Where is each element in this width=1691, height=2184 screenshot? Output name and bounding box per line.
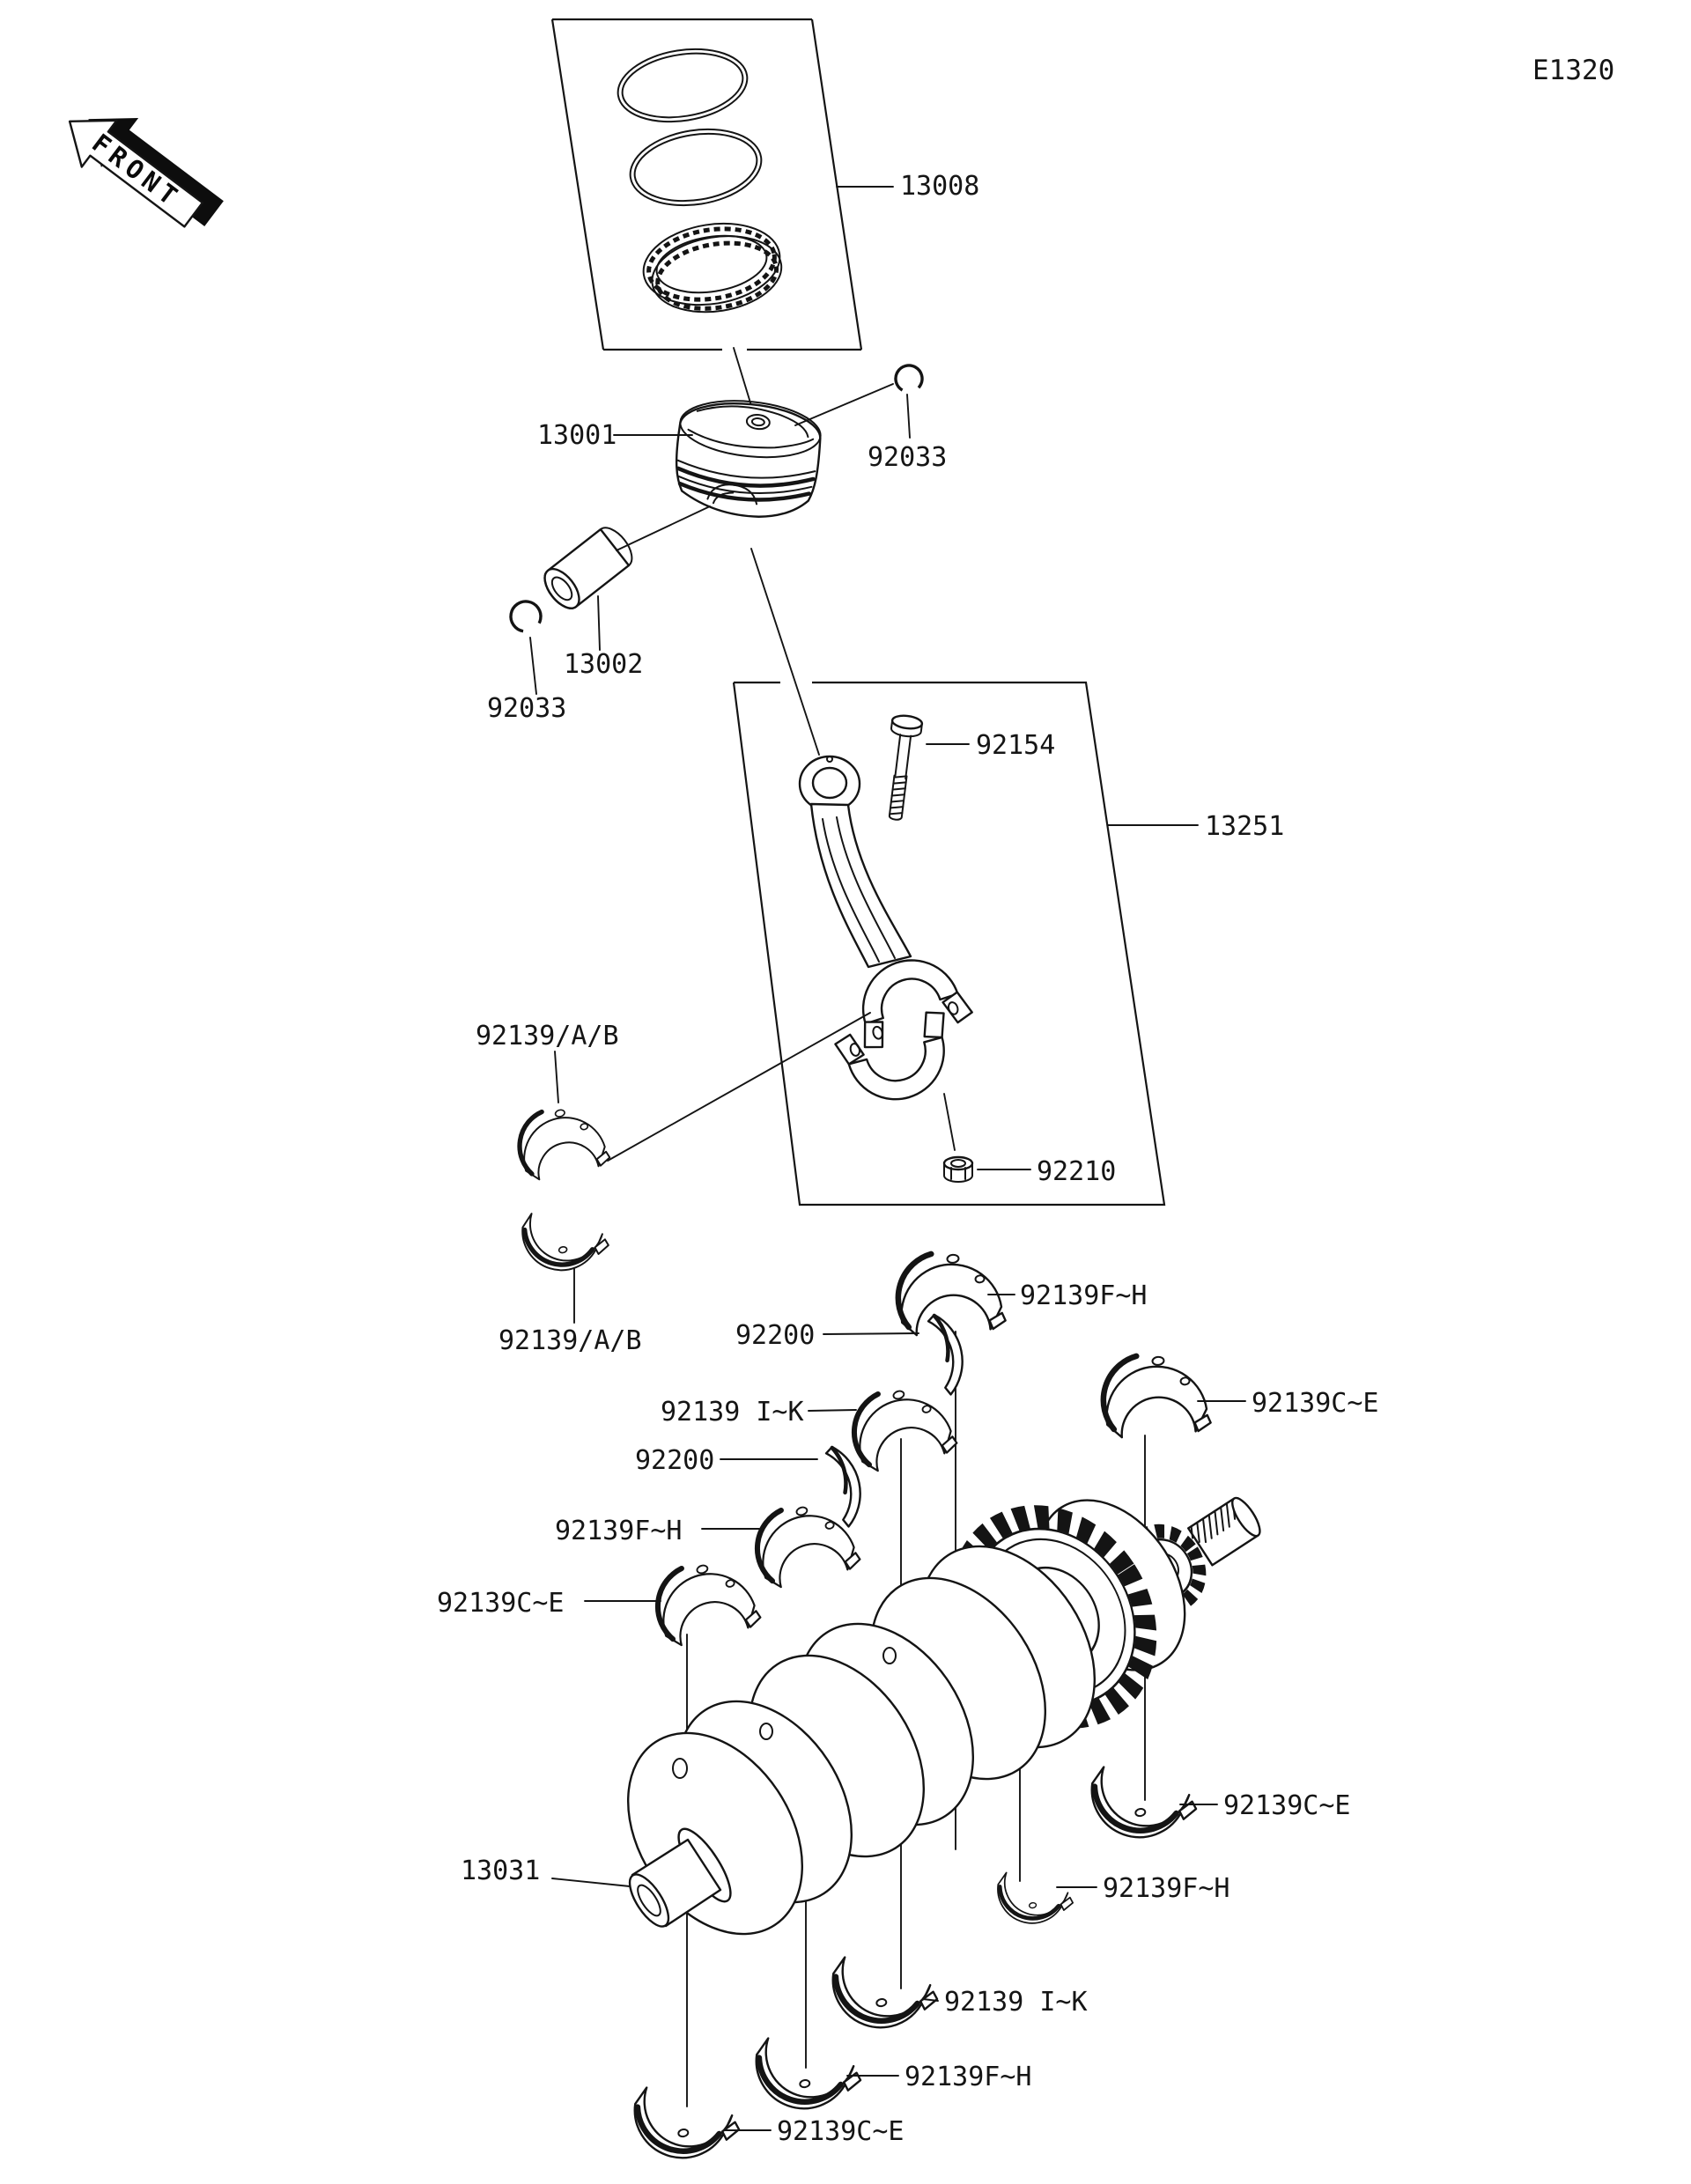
label-circlip-left: 92033 bbox=[487, 693, 566, 724]
connecting-rod-cap bbox=[834, 1011, 945, 1101]
leader-circlip-right-diag bbox=[794, 383, 894, 426]
leader-cap-to-nut bbox=[943, 1093, 956, 1151]
connecting-rod bbox=[798, 755, 973, 1049]
page-code: E1320 bbox=[1532, 55, 1614, 86]
label-92200-2: 92200 bbox=[635, 1445, 714, 1476]
circlip-left bbox=[509, 600, 543, 633]
label-fh-top: 92139F~H bbox=[1020, 1280, 1148, 1311]
thrust-washer-1 bbox=[921, 1314, 967, 1395]
circlip-right bbox=[894, 364, 924, 394]
leader-pin-to-piston bbox=[616, 505, 711, 551]
leader-piston-to-rod bbox=[750, 548, 820, 756]
label-crankshaft: 13031 bbox=[461, 1856, 540, 1886]
label-fh-bottom: 92139F~H bbox=[905, 2062, 1032, 2092]
label-piston-pin: 13002 bbox=[564, 649, 643, 680]
label-ik-bottom: 92139 I~K bbox=[944, 1987, 1088, 2018]
main-bearing-fh-mid bbox=[748, 1493, 862, 1592]
leader-ik-bottom bbox=[922, 1998, 939, 2002]
label-rod-bearing-upper: 92139/A/B bbox=[476, 1021, 619, 1051]
label-fh-right-bottom: 92139F~H bbox=[1103, 1873, 1230, 1904]
main-bearing-fh-bottom bbox=[752, 2024, 864, 2116]
connecting-rod-nut bbox=[942, 1155, 974, 1183]
leader-92033-right bbox=[906, 394, 911, 439]
label-ce-left: 92139C~E bbox=[437, 1588, 565, 1619]
main-bearing-fh-right-bottom bbox=[995, 1863, 1075, 1929]
leader-13002 bbox=[597, 595, 601, 651]
piston-ring-oil bbox=[642, 222, 783, 314]
piston-pin bbox=[543, 527, 633, 609]
label-ce-right-top: 92139C~E bbox=[1252, 1388, 1379, 1419]
piston bbox=[675, 400, 822, 518]
piston-ring-set-group bbox=[550, 18, 894, 421]
label-rod-bearing-lower: 92139/A/B bbox=[498, 1325, 642, 1356]
label-ce-bottom: 92139C~E bbox=[777, 2116, 905, 2147]
rod-bearing-lower bbox=[519, 1199, 612, 1278]
leader-92033-left bbox=[529, 637, 537, 695]
piston-ring-top bbox=[617, 48, 749, 123]
label-fh-mid: 92139F~H bbox=[555, 1516, 683, 1546]
label-piston-ring-set: 13008 bbox=[900, 171, 979, 202]
main-bearing-ce-right-bottom bbox=[1088, 1752, 1200, 1845]
rod-bearing-upper bbox=[512, 1098, 611, 1184]
leader-13031 bbox=[551, 1878, 631, 1887]
front-arrow-face bbox=[68, 119, 204, 228]
front-direction-arrow: FRONT bbox=[68, 117, 224, 228]
connecting-rod-box bbox=[732, 681, 1166, 1206]
label-rod-bolt: 92154 bbox=[976, 730, 1055, 761]
main-bearing-ik-bottom bbox=[829, 1943, 941, 2035]
label-circlip-right: 92033 bbox=[868, 442, 947, 473]
main-bearing-ce-left bbox=[648, 1551, 763, 1650]
crankshaft bbox=[626, 1496, 1261, 1936]
connecting-rod-bolt bbox=[888, 714, 924, 821]
leader-ik-top bbox=[808, 1409, 857, 1412]
label-rod-nut: 92210 bbox=[1037, 1156, 1116, 1187]
label-92200-1: 92200 bbox=[735, 1320, 815, 1351]
ring-set-box bbox=[550, 18, 863, 351]
main-bearing-ce-right-top bbox=[1099, 1349, 1212, 1441]
label-piston: 13001 bbox=[537, 420, 617, 451]
label-ce-right-bottom: 92139C~E bbox=[1223, 1790, 1351, 1821]
label-rod-assembly: 13251 bbox=[1205, 811, 1284, 842]
leader-92200-1 bbox=[823, 1332, 919, 1335]
leader-ab-diagonal bbox=[607, 1012, 871, 1162]
thrust-washer-2 bbox=[819, 1446, 865, 1527]
label-ik-top: 92139 I~K bbox=[661, 1397, 804, 1428]
leader-ab-upper bbox=[554, 1051, 559, 1103]
piston-ring-second bbox=[629, 128, 763, 207]
main-bearing-fh-top bbox=[894, 1247, 1007, 1339]
